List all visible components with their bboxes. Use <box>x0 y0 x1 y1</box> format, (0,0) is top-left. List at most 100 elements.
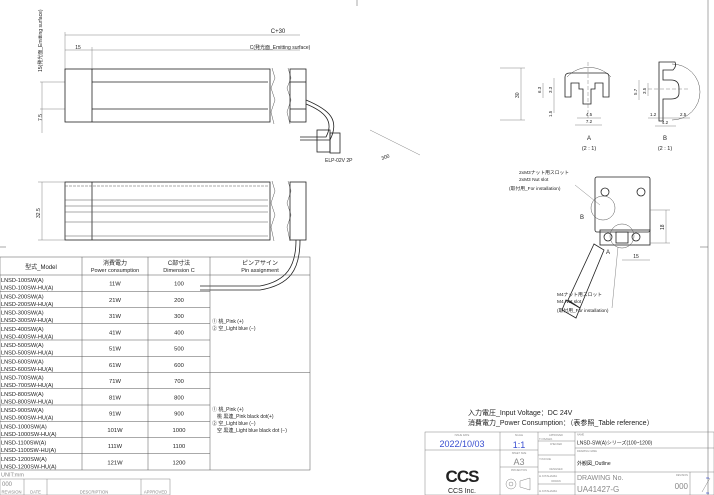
cable-length: 300 <box>381 153 391 162</box>
dimension-cell: 1100 <box>173 444 185 450</box>
model-std: LNSD-600SW(A) <box>1 359 44 365</box>
svg-text:Dimension C: Dimension C <box>163 268 195 274</box>
scale: 1:1 <box>513 440 526 450</box>
dimension-cell: 100 <box>174 282 184 288</box>
svg-text:5.7: 5.7 <box>633 88 638 95</box>
header-pin: ピンアサイン <box>242 260 278 267</box>
note-voltage: 入力電圧_Input Voltage：DC 24V <box>468 408 573 417</box>
model-std: LNSD-500SW(A) <box>1 343 44 349</box>
detail-b-label: B <box>663 136 667 142</box>
svg-text:6.3: 6.3 <box>537 86 542 93</box>
svg-text:M4 Nut slot: M4 Nut slot <box>557 299 582 305</box>
svg-text:SCALE: SCALE <box>515 434 524 437</box>
title-block: ISSUE DATE 2022/10/03 SCALE 1:1 SHEET SI… <box>424 431 714 495</box>
svg-text:H.KITAHAMA: H.KITAHAMA <box>539 474 557 478</box>
power-cell: 101W <box>107 428 123 434</box>
pin-group-1: ① 桃_Pink (+) <box>212 318 244 325</box>
dimension-cell: 500 <box>174 347 184 353</box>
dim-c-plus-30: C+30 <box>271 29 286 35</box>
header-model: 型式_Model <box>25 263 57 271</box>
svg-text:2xM3 Nut slot: 2xM3 Nut slot <box>519 177 549 183</box>
svg-text:1.2: 1.2 <box>650 112 657 117</box>
model-hu: LNSD-1200SW-HU(A) <box>1 464 57 470</box>
dimension-cell: 200 <box>174 298 184 304</box>
dim-15b: 15 <box>633 254 639 260</box>
svg-text:CCS: CCS <box>446 467 480 486</box>
date-label: DATE <box>30 490 41 495</box>
svg-text:2xM3ナット用スロット: 2xM3ナット用スロット <box>519 170 569 176</box>
company-name: CCS Inc. <box>448 488 476 495</box>
sheet-size: A3 <box>513 457 524 467</box>
power-cell: 91W <box>109 412 121 418</box>
svg-text:4.5: 4.5 <box>586 112 593 117</box>
svg-text:Pin assignment: Pin assignment <box>241 268 279 274</box>
svg-text:(取付用_For installation): (取付用_For installation) <box>557 307 609 314</box>
svg-text:PROJECTION: PROJECTION <box>511 469 527 472</box>
model-std: LNSD-1200SW(A) <box>1 457 47 463</box>
svg-text:01: 01 <box>706 491 710 495</box>
model-hu: LNSD-1000SW-HU(A) <box>1 432 57 438</box>
issue-date: 2022/10/03 <box>439 439 484 449</box>
dimension-cell: 300 <box>174 314 184 320</box>
drawing-number: UA41427-G <box>577 485 619 494</box>
model-std: LNSD-300SW(A) <box>1 311 44 317</box>
dimension-cell: 800 <box>174 395 184 401</box>
model-std: LNSD-900SW(A) <box>1 408 44 414</box>
revision-number: 000 <box>2 482 13 488</box>
model-std: LNSD-100SW(A) <box>1 278 44 284</box>
power-cell: 41W <box>109 330 121 336</box>
svg-text:01: 01 <box>706 476 710 480</box>
table-row: LNSD-1000SW(A) LNSD-1000SW-HU(A) 101W 1000 <box>0 424 210 438</box>
svg-text:DRAWN: DRAWN <box>551 480 561 483</box>
dim-15-emitting: 15(発光面_Emitting surface) <box>37 9 44 72</box>
svg-text:(2 : 1): (2 : 1) <box>658 146 673 152</box>
dimension-cell: 1000 <box>173 428 186 434</box>
end-label-b: B <box>580 215 584 221</box>
svg-text:DRAWING No.: DRAWING No. <box>577 475 623 482</box>
power-cell: 61W <box>109 363 121 369</box>
note-power: 消費電力_Power Consumption：（表参照_Table refere… <box>468 418 654 427</box>
revision-block: 000 REVISION DATE DESCRIPTION APPROVED <box>0 478 171 495</box>
power-cell: 31W <box>109 314 121 320</box>
svg-text:(2 : 1): (2 : 1) <box>582 146 597 152</box>
power-cell: 121W <box>107 460 123 466</box>
svg-text:APPROVED: APPROVED <box>549 434 563 437</box>
dim-15: 15 <box>75 45 81 51</box>
svg-text:H.KITAHAMA: H.KITAHAMA <box>539 489 557 493</box>
dimension-cell: 700 <box>174 379 184 385</box>
svg-text:SHEET SIZE: SHEET SIZE <box>512 452 527 455</box>
dim-7-5: 7.5 <box>38 114 44 121</box>
svg-text:7.2: 7.2 <box>586 119 593 124</box>
top-view: C+30 C(発光面_Emitting surface) 15 15(発光面_E… <box>37 9 421 164</box>
model-hu: LNSD-500SW-HU(A) <box>1 351 54 357</box>
model-hu: LNSD-1100SW-HU(A) <box>1 448 56 454</box>
model-std: LNSD-400SW(A) <box>1 327 44 333</box>
svg-text:ISSUE DATE: ISSUE DATE <box>455 434 470 437</box>
svg-text:② 空_Light blue (−): ② 空_Light blue (−) <box>212 325 256 332</box>
svg-text:4.2: 4.2 <box>662 120 669 125</box>
model-hu: LNSD-100SW-HU(A) <box>1 286 54 292</box>
approved-label: APPROVED <box>144 490 167 495</box>
svg-text:(取付用_For installation): (取付用_For installation) <box>509 185 561 192</box>
header-power: 消費電力 <box>103 259 127 267</box>
svg-text:1.5: 1.5 <box>548 110 553 117</box>
model-hu: LNSD-800SW-HU(A) <box>1 399 54 405</box>
product-name: LNSD-SW(A)シリーズ(100~1200) <box>577 440 653 447</box>
revision: 000 <box>675 482 689 491</box>
svg-text:DESIGNED: DESIGNED <box>549 468 562 471</box>
svg-text:NAME: NAME <box>577 434 585 437</box>
svg-text:Power consumption: Power consumption <box>91 268 139 274</box>
model-std: LNSD-1100SW(A) <box>1 441 46 447</box>
side-view: 30 <box>500 67 525 121</box>
model-std: LNSD-700SW(A) <box>1 376 44 382</box>
model-std: LNSD-1000SW(A) <box>1 424 47 430</box>
svg-text:DRAWING NAME: DRAWING NAME <box>577 450 597 453</box>
description-label: DESCRIPTION <box>80 490 109 495</box>
